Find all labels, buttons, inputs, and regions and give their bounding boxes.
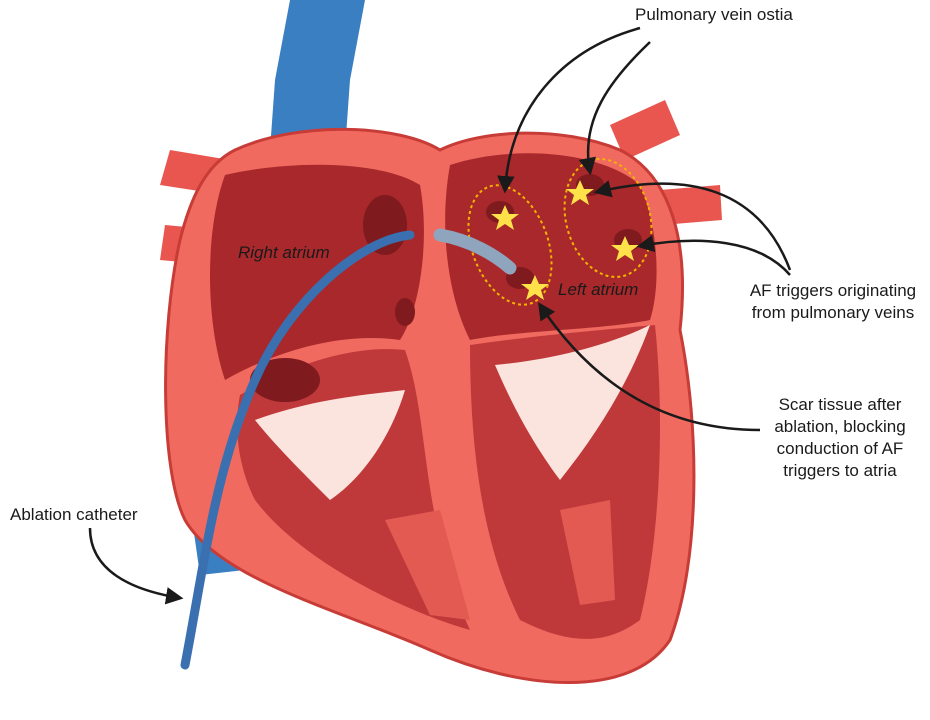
label-af-triggers-line2: from pulmonary veins (752, 303, 915, 322)
label-scar-line4: triggers to atria (783, 461, 897, 480)
label-scar-line3: conduction of AF (777, 439, 904, 458)
coronary-sinus (395, 298, 415, 326)
label-scar-line1: Scar tissue after (779, 395, 902, 414)
label-right-atrium: Right atrium (238, 243, 330, 262)
label-left-atrium: Left atrium (558, 280, 638, 299)
label-ablation-catheter: Ablation catheter (10, 505, 138, 524)
label-scar-line2: ablation, blocking (774, 417, 905, 436)
superior-vena-cava (270, 0, 365, 150)
label-pulmonary-vein-ostia: Pulmonary vein ostia (635, 5, 793, 24)
arrow-catheter (90, 528, 180, 598)
label-af-triggers-line1: AF triggers originating (750, 281, 916, 300)
